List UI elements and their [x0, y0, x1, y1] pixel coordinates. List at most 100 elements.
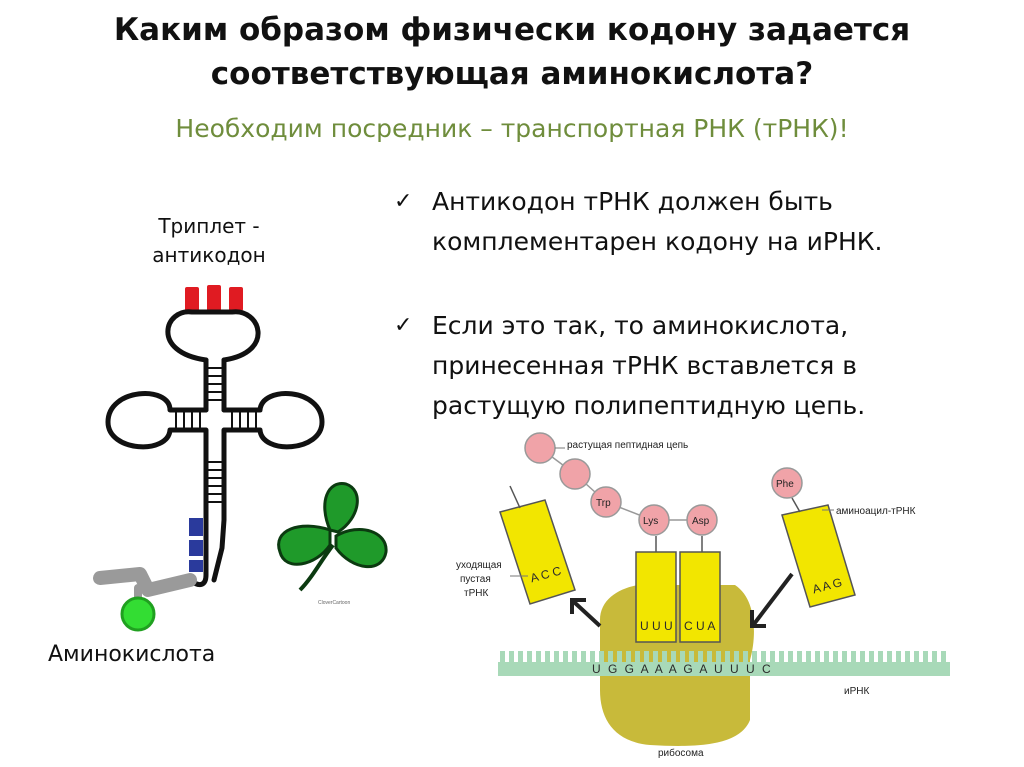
mrna-tooth: [779, 651, 784, 663]
anticodon-label-line-2: антикодон: [152, 243, 266, 267]
clover-leaf: [277, 524, 332, 566]
mrna-tooth: [797, 651, 802, 663]
trna-stalks: [509, 485, 801, 552]
check-icon: ✓: [394, 189, 413, 214]
mrna-tooth: [608, 651, 613, 663]
mrna-tooth: [527, 651, 532, 663]
mrna-tooth: [653, 651, 658, 663]
anticodon-bases: [185, 285, 243, 311]
mrna-comb: [500, 651, 946, 663]
mrna-tooth: [518, 651, 523, 663]
mrna-tooth: [770, 651, 775, 663]
mrna-tooth: [752, 651, 757, 663]
clover-stem: [298, 543, 335, 592]
mrna-tooth: [671, 651, 676, 663]
mrna-tooth: [905, 651, 910, 663]
amino-label: Phe: [776, 479, 794, 490]
mrna-tooth: [725, 651, 730, 663]
mrna-tooth: [707, 651, 712, 663]
mrna-tooth: [923, 651, 928, 663]
amino-acid-linker: [93, 567, 197, 597]
mrna-tooth: [833, 651, 838, 663]
bullet-2-line-3: растущую полипептидную цепь.: [432, 391, 866, 420]
slide-title: Каким образом физически кодону задается …: [0, 8, 1024, 96]
mrna-tooth: [536, 651, 541, 663]
mrna-tooth: [626, 651, 631, 663]
acceptor-stem: [203, 452, 227, 583]
clover-leaf: [323, 482, 359, 534]
mrna-tooth: [878, 651, 883, 663]
mrna-tooth: [563, 651, 568, 663]
clover-illustration: CloverCartoon: [277, 482, 388, 606]
bullet-2-line-2: принесенная тРНК вставлется в: [432, 351, 857, 380]
arrow-out-icon: [572, 600, 602, 628]
mrna-tooth: [806, 651, 811, 663]
t-arm: [221, 391, 325, 458]
mrna-tooth: [509, 651, 514, 663]
leaving-trna: [499, 499, 576, 605]
mrna-strand: [498, 662, 950, 676]
leaving-trna-label-3: тРНК: [464, 588, 488, 599]
mrna-tooth: [635, 651, 640, 663]
anticodon-base: [185, 287, 199, 311]
mrna-tooth: [734, 651, 739, 663]
aminoacyl-label: аминоацил-тРНК: [836, 506, 916, 517]
title-line-2: соответствующая аминокислота?: [210, 56, 814, 92]
mrna-tooth: [572, 651, 577, 663]
mrna-tooth: [662, 651, 667, 663]
movement-arrows: [570, 572, 794, 628]
clover-caption: CloverCartoon: [318, 600, 350, 606]
codon-marks: [189, 518, 203, 572]
arrow-out-head: [570, 598, 586, 614]
bullet-2-line-1: Если это так, то аминокислота,: [432, 311, 849, 340]
amino-lys: [638, 504, 670, 536]
amino-label: Trp: [596, 498, 611, 509]
mrna-tooth: [824, 651, 829, 663]
mrna-tooth: [788, 651, 793, 663]
mrna-tooth: [680, 651, 685, 663]
mrna-label: иРНК: [844, 686, 869, 697]
mrna-tooth: [896, 651, 901, 663]
mrna-tooth: [887, 651, 892, 663]
bullet-1-line-1: Антикодон тРНК должен быть: [432, 187, 833, 216]
peptide-chain: [524, 432, 803, 536]
slide-subtitle: Необходим посредник – транспортная РНК (…: [175, 114, 849, 143]
anticodon-loop: [165, 309, 261, 363]
amino-label: Lys: [643, 516, 658, 527]
leaving-trna-label-2: пустая: [460, 574, 491, 585]
arrow-in-icon: [752, 572, 794, 626]
anticodon-label: Триплет - антикодон: [148, 212, 270, 270]
peptide-bead: [559, 458, 591, 490]
mrna-tooth: [860, 651, 865, 663]
title-line-1: Каким образом физически кодону задается: [113, 12, 911, 48]
mrna-tooth: [932, 651, 937, 663]
anticodon-base: [207, 285, 221, 311]
anticodon-text: C U A: [684, 619, 715, 633]
mrna-tooth: [644, 651, 649, 663]
mrna-tooth: [743, 651, 748, 663]
mrna-tooth: [581, 651, 586, 663]
incoming-trna: [781, 504, 856, 608]
leaving-trna-label-1: уходящая: [456, 560, 502, 571]
mrna-tooth: [716, 651, 721, 663]
mrna-tooth: [590, 651, 595, 663]
trna-blocks: [499, 499, 856, 643]
mrna-tooth: [617, 651, 622, 663]
mrna-tooth: [914, 651, 919, 663]
d-arm: [105, 391, 209, 458]
arrow-in-head: [750, 610, 766, 628]
amino-label: Asp: [692, 516, 710, 527]
clover-leaf: [334, 527, 388, 569]
anticodon-stem: [203, 357, 227, 413]
mrna-tooth: [869, 651, 874, 663]
amino-asp: [686, 504, 718, 536]
ribosome-label: рибосома: [658, 747, 704, 759]
check-icon: ✓: [394, 313, 413, 338]
trna-a-site: [679, 551, 721, 643]
bullet-1-line-2: комплементарен кодону на иРНК.: [432, 227, 883, 256]
peptide-bead: [524, 432, 556, 464]
mrna-tooth: [851, 651, 856, 663]
trna-cloverleaf: [93, 285, 325, 632]
mrna-tooth: [599, 651, 604, 663]
